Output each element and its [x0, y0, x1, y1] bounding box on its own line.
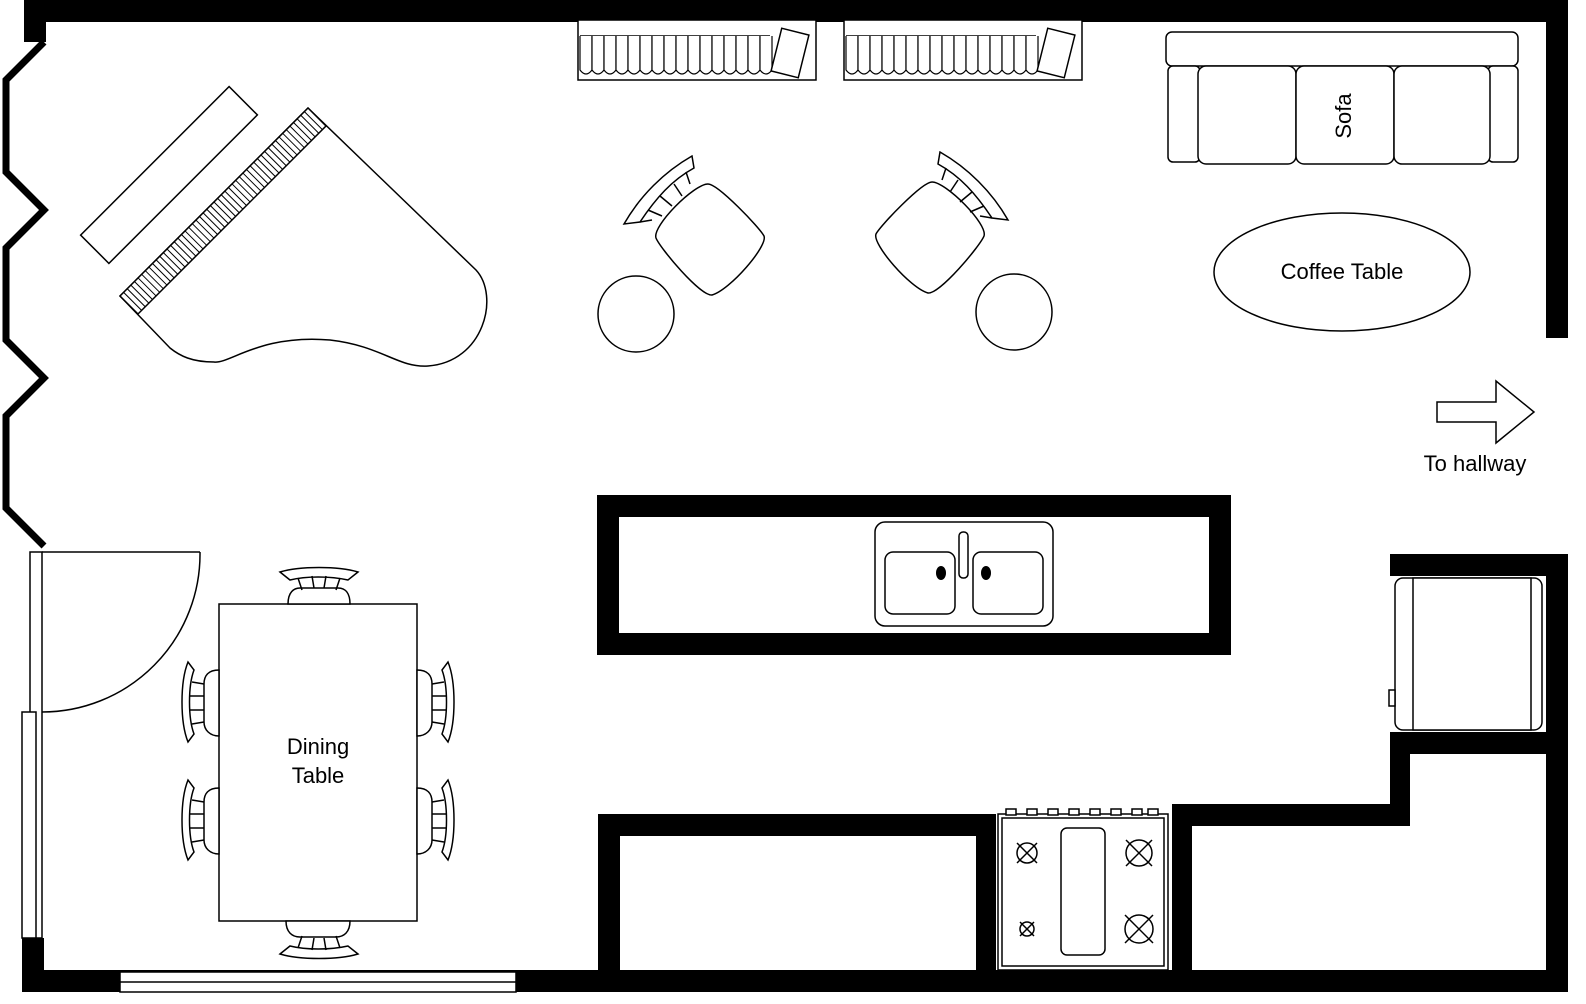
armchair-icon — [875, 150, 1010, 294]
chair-icon — [416, 778, 455, 862]
chair-icon — [278, 566, 360, 605]
side-table-icon — [975, 273, 1053, 351]
kitchen-island — [597, 495, 1231, 655]
dining-table-label-line2: Table — [292, 763, 345, 788]
sofa-label: Sofa — [1331, 93, 1356, 139]
armchair-icon — [622, 154, 765, 296]
door-swing-icon — [21, 551, 201, 939]
dining-table: Dining Table — [218, 603, 418, 922]
chair-icon — [181, 660, 220, 744]
sink-icon — [874, 521, 1054, 627]
stove-icon — [997, 808, 1169, 971]
coffee-table-label: Coffee Table — [1281, 259, 1404, 284]
chair-icon — [416, 660, 455, 744]
side-table-icon — [597, 275, 675, 353]
to-hallway-label: To hallway — [1424, 451, 1527, 476]
bay-window-wall — [2, 39, 49, 549]
arrow-right-icon — [1436, 379, 1536, 445]
chair-icon — [181, 778, 220, 862]
bookshelf-icon — [843, 19, 1083, 81]
bookshelf-icon — [577, 19, 817, 81]
grand-piano-icon — [79, 85, 488, 367]
sofa-icon: Sofa — [1165, 31, 1519, 165]
dining-table-label-line1: Dining — [287, 734, 349, 759]
refrigerator-icon — [1388, 577, 1543, 731]
chair-icon — [278, 920, 360, 960]
coffee-table: Coffee Table — [1213, 212, 1471, 332]
window — [119, 971, 517, 993]
